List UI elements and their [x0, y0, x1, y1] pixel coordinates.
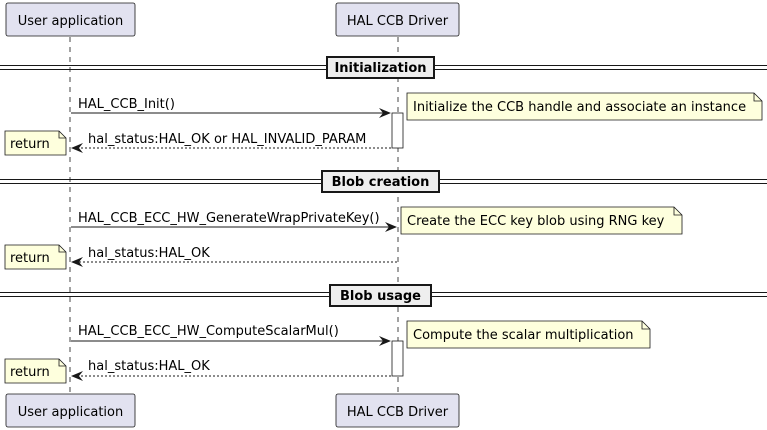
message-label-init-call: HAL_CCB_Init() — [78, 97, 175, 112]
section-title: Initialization — [334, 61, 426, 76]
participant-label: HAL CCB Driver — [347, 14, 449, 29]
note-text: return — [10, 137, 50, 152]
note-return-3: return — [4, 358, 67, 384]
participant-hal-ccb-driver-bottom: HAL CCB Driver — [335, 393, 460, 428]
activation-bar — [391, 112, 404, 149]
message-label-scalar-call: HAL_CCB_ECC_HW_ComputeScalarMul() — [78, 324, 339, 339]
note-wrap: Create the ECC key blob using RNG key — [400, 206, 683, 235]
participant-label: User application — [18, 14, 123, 29]
note-scalar: Compute the scalar multiplication — [406, 320, 651, 349]
note-return-2: return — [4, 244, 67, 270]
section-title: Blob creation — [332, 175, 430, 190]
note-text: Create the ECC key blob using RNG key — [407, 214, 665, 229]
participant-label: HAL CCB Driver — [347, 405, 449, 420]
note-text: return — [10, 365, 50, 380]
note-return-1: return — [4, 130, 67, 156]
note-text: return — [10, 251, 50, 266]
message-label-wrap-return: hal_status:HAL_OK — [88, 246, 210, 261]
message-label-scalar-return: hal_status:HAL_OK — [88, 359, 210, 374]
message-label-wrap-call: HAL_CCB_ECC_HW_GenerateWrapPrivateKey() — [78, 211, 380, 226]
section-divider-blob-creation: Blob creation — [0, 170, 767, 193]
section-divider-initialization: Initialization — [0, 56, 767, 79]
participant-user-application-bottom: User application — [5, 393, 136, 428]
section-title: Blob usage — [340, 289, 421, 304]
section-divider-blob-usage: Blob usage — [0, 284, 767, 307]
participant-label: User application — [18, 405, 123, 420]
activation-bar — [391, 340, 404, 377]
note-text: Initialize the CCB handle and associate … — [413, 100, 746, 115]
message-label-init-return: hal_status:HAL_OK or HAL_INVALID_PARAM — [88, 132, 366, 147]
note-init: Initialize the CCB handle and associate … — [406, 92, 763, 121]
note-text: Compute the scalar multiplication — [413, 328, 634, 343]
participant-user-application-top: User application — [5, 2, 136, 37]
participant-hal-ccb-driver-top: HAL CCB Driver — [335, 2, 460, 37]
